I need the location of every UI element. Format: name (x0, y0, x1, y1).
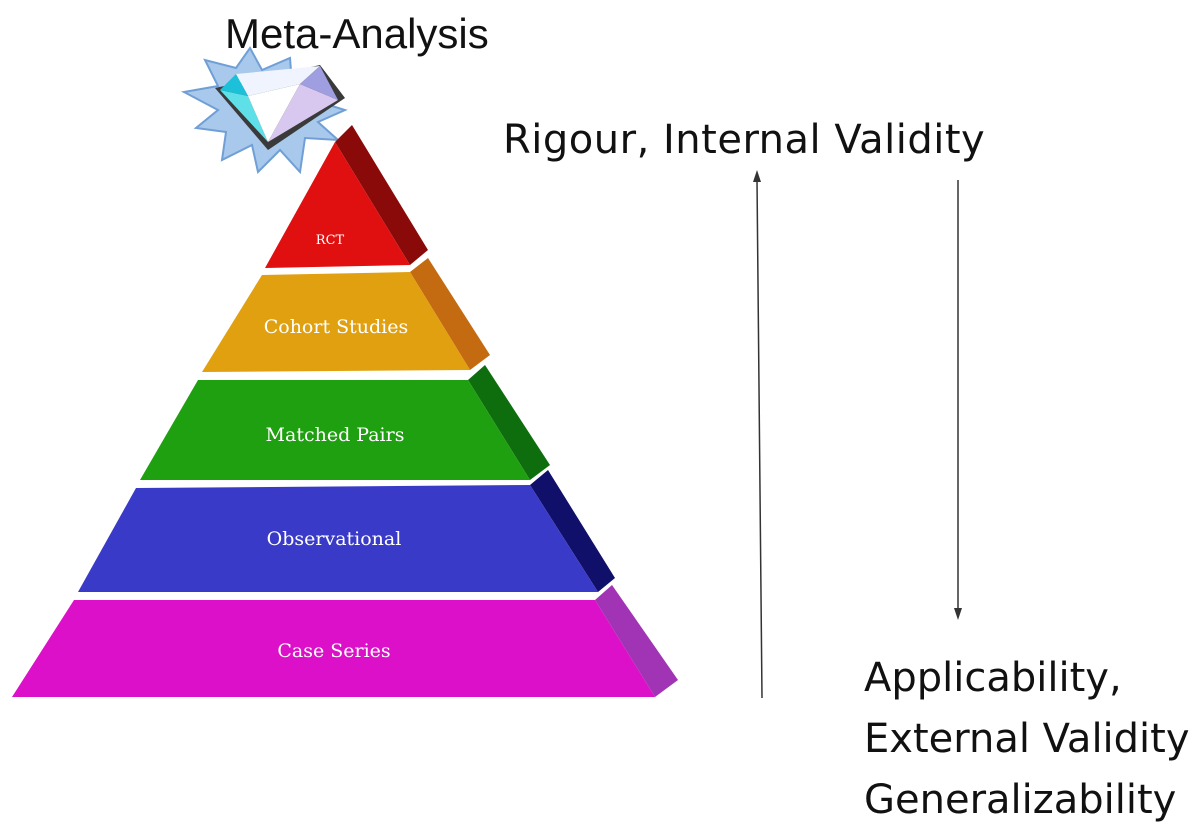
applicability-line-1: Applicability, (864, 655, 1122, 701)
pyramid-level-3 (78, 485, 598, 592)
diamond-icon (180, 46, 348, 175)
level-label-rct: RCT (316, 233, 345, 248)
meta-analysis-label: Meta-Analysis (225, 10, 489, 57)
applicability-line-2: External Validity (864, 716, 1190, 762)
pyramid-level-0 (265, 142, 410, 268)
applicability-line-3: Generalizability (864, 777, 1177, 823)
pyramid-side-1 (410, 258, 490, 370)
pyramid-side-0 (335, 125, 428, 265)
applicability-label: Applicability, External Validity General… (864, 648, 1190, 831)
level-label-observational: Observational (267, 528, 402, 550)
pyramid-level-2 (140, 380, 530, 480)
pyramid-side-faces (335, 125, 678, 697)
arrow-down-icon (954, 180, 962, 620)
pyramid-side-4 (595, 585, 678, 697)
level-label-cohort-studies: Cohort Studies (264, 316, 409, 338)
pyramid-level-1 (202, 272, 470, 372)
pyramid-side-2 (468, 365, 550, 480)
rigour-internal-validity-label: Rigour, Internal Validity (503, 117, 986, 163)
arrow-up-icon (753, 170, 763, 699)
pyramid-level-4 (12, 600, 655, 697)
level-label-matched-pairs: Matched Pairs (266, 424, 405, 446)
level-label-case-series: Case Series (277, 640, 390, 662)
pyramid-side-3 (530, 470, 615, 592)
pyramid-front-faces (12, 142, 655, 697)
